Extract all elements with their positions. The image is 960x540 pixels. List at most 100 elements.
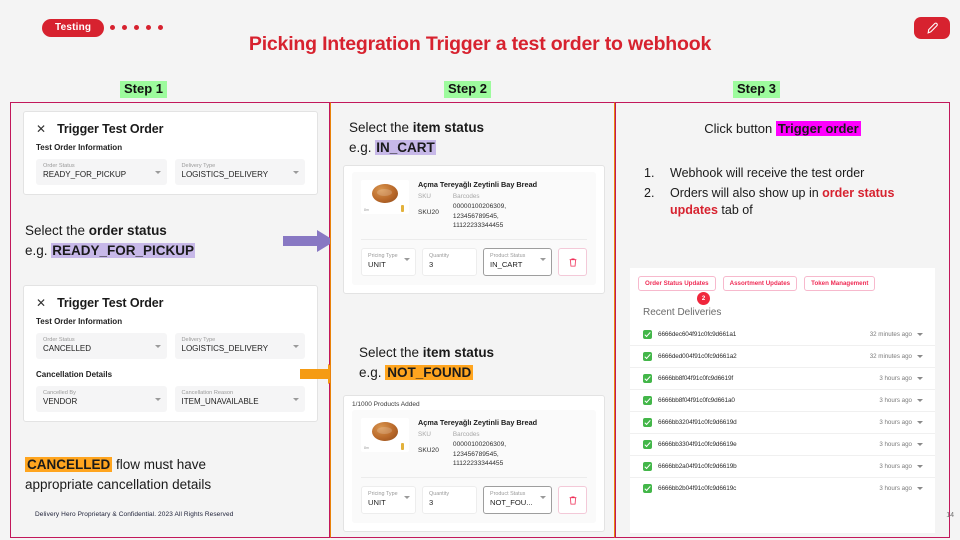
chevron-down-icon	[293, 345, 299, 349]
delivery-time: 32 minutes ago	[869, 331, 912, 338]
control-value: IN_CART	[490, 260, 523, 270]
field-label: Cancelled By	[43, 390, 76, 397]
delete-product-button[interactable]	[558, 486, 587, 514]
step-2-panel: Select the item status e.g. IN_CART 8m A…	[330, 102, 615, 538]
page-title: Picking Integration Trigger a test order…	[248, 33, 712, 55]
table-row[interactable]: 6666ded004f91c0fc9d661a2 32 minutes ago	[630, 345, 935, 367]
chevron-down-icon[interactable]	[917, 443, 923, 446]
thumb-marker	[401, 205, 404, 212]
list-number: 2.	[644, 185, 655, 200]
barcodes-column: Barcodes 00000100206309, 123456789545, 1…	[453, 430, 506, 469]
chevron-down-icon[interactable]	[917, 421, 923, 424]
tab-order-status-updates[interactable]: Order Status Updates	[638, 276, 716, 291]
table-row[interactable]: 6666bb2b04f91c0fc9d6619c 3 hours ago	[630, 477, 935, 499]
sku-label: SKU	[418, 193, 431, 201]
table-row[interactable]: 6666bb3204f91c0fc9d6619d 3 hours ago	[630, 411, 935, 433]
tab-assortment-updates[interactable]: Assortment Updates	[722, 276, 798, 291]
quantity-input[interactable]: Quantity 3	[422, 248, 477, 276]
trigger-test-order-card-1: ✕ Trigger Test Order Test Order Informat…	[23, 111, 318, 196]
chevron-down-icon	[293, 171, 299, 175]
thumb-caption: 8m	[364, 208, 369, 212]
chevron-down-icon[interactable]	[917, 377, 923, 380]
progress-dots	[110, 25, 163, 30]
section-title: Test Order Information	[36, 143, 123, 152]
meta-columns: SKU SKU20 Barcodes 00000100206309, 12345…	[418, 192, 587, 231]
product-status-select[interactable]: Product Status IN_CART	[483, 248, 553, 276]
order-status-select[interactable]: Order Status READY_FOR_PICKUP	[36, 159, 167, 186]
list-text-accent: order status updates	[670, 185, 895, 218]
card-title: Trigger Test Order	[57, 122, 164, 136]
delivery-type-select[interactable]: Delivery Type LOGISTICS_DELIVERY	[174, 159, 305, 186]
control-label: Pricing Type	[368, 253, 398, 260]
delete-product-button[interactable]	[558, 248, 587, 276]
product-status-select[interactable]: Product Status NOT_FOU...	[483, 486, 553, 514]
order-status-select[interactable]: Order Status CANCELLED	[36, 333, 167, 360]
table-row[interactable]: 6666bb8f04f91c0fc9d6619f 3 hours ago	[630, 367, 935, 389]
sku-value: SKU20	[418, 208, 439, 216]
chevron-down-icon	[154, 171, 161, 175]
status-check-icon	[643, 462, 652, 471]
chevron-down-icon[interactable]	[917, 487, 923, 490]
pricing-type-select[interactable]: Pricing Type UNIT	[361, 486, 416, 514]
bread-shape	[372, 184, 398, 203]
table-row[interactable]: 6666bb3304f91c0fc9d6619e 3 hours ago	[630, 433, 935, 455]
status-check-icon	[643, 418, 652, 427]
divider	[361, 477, 587, 479]
tab-bar: Order Status Updates Assortment Updates …	[630, 268, 935, 297]
recent-deliveries-title: Recent Deliveries	[643, 307, 722, 318]
note-prefix: Select the	[349, 120, 413, 135]
table-row[interactable]: 6666bb8f04f91c0fc9d661a0 3 hours ago	[630, 389, 935, 411]
dot-2	[122, 25, 127, 30]
delivery-time: 3 hours ago	[879, 397, 912, 404]
status-check-icon	[643, 396, 652, 405]
field-label: Order Status	[43, 337, 75, 343]
close-icon[interactable]: ✕	[36, 296, 47, 310]
barcodes-label: Barcodes	[452, 193, 480, 201]
note-bold: order status	[88, 223, 167, 238]
field-label: Delivery Type	[181, 163, 216, 169]
chevron-down-icon[interactable]	[917, 465, 923, 468]
status-check-icon	[643, 484, 652, 493]
step-2-note-1: Select the item status e.g. IN_CART	[349, 118, 484, 157]
list-text: Orders will also show up in order status…	[670, 185, 937, 220]
product-summary: 8m Açma Tereyağlı Zeytinli Bay Bread SKU…	[352, 410, 596, 477]
table-row[interactable]: 6666bb2a04f91c0fc9d6619b 3 hours ago	[630, 455, 935, 477]
control-value: UNIT	[368, 260, 386, 270]
delivery-id: 6666dec604f91c0fc9d661a1	[658, 331, 737, 338]
field-value: CANCELLED	[43, 344, 92, 354]
close-icon[interactable]: ✕	[36, 122, 47, 136]
control-value: UNIT	[368, 498, 386, 508]
cancellation-reason-select[interactable]: Cancellation Reason ITEM_UNAVAILABLE	[174, 386, 305, 413]
delivery-type-select[interactable]: Delivery Type LOGISTICS_DELIVERY	[174, 333, 305, 360]
bread-thumbnail: 8m	[361, 180, 409, 214]
delivery-time: 3 hours ago	[879, 463, 912, 470]
delivery-time: 3 hours ago	[879, 419, 912, 426]
slide-footer: Delivery Hero Proprietary & Confidential…	[35, 511, 234, 518]
edit-button[interactable]	[914, 17, 950, 39]
note-line-2: appropriate cancellation details	[25, 476, 212, 492]
chevron-down-icon	[154, 345, 161, 349]
step-2-label: Step 2	[444, 81, 492, 98]
chevron-down-icon[interactable]	[917, 355, 923, 358]
page-number: 14	[946, 512, 954, 519]
delivery-id: 6666bb3204f91c0fc9d6619d	[658, 419, 737, 426]
note-eg: e.g.	[359, 364, 386, 380]
sku-label: SKU	[418, 431, 431, 439]
quantity-input[interactable]: Quantity 3	[422, 486, 477, 514]
tab-token-management[interactable]: Token Management	[804, 276, 876, 291]
pricing-type-select[interactable]: Pricing Type UNIT	[361, 248, 416, 276]
sku-column: SKU SKU20	[418, 430, 439, 469]
delivery-time: 3 hours ago	[879, 485, 912, 492]
table-row[interactable]: 6666dec604f91c0fc9d661a1 32 minutes ago	[630, 324, 935, 345]
control-value: 3	[429, 498, 434, 508]
trash-icon	[569, 258, 576, 267]
field-label: Order Status	[43, 163, 75, 169]
control-label: Product Status	[490, 253, 526, 260]
barcode-value: 123456789545,	[452, 212, 499, 220]
cancelled-by-select[interactable]: Cancelled By VENDOR	[36, 386, 167, 413]
chevron-down-icon[interactable]	[917, 399, 923, 402]
list-text-post: tab of	[717, 203, 753, 217]
product-card-1: 8m Açma Tereyağlı Zeytinli Bay Bread SKU…	[343, 165, 605, 294]
barcode-value: 00000100206309,	[452, 440, 507, 448]
chevron-down-icon[interactable]	[917, 333, 923, 336]
